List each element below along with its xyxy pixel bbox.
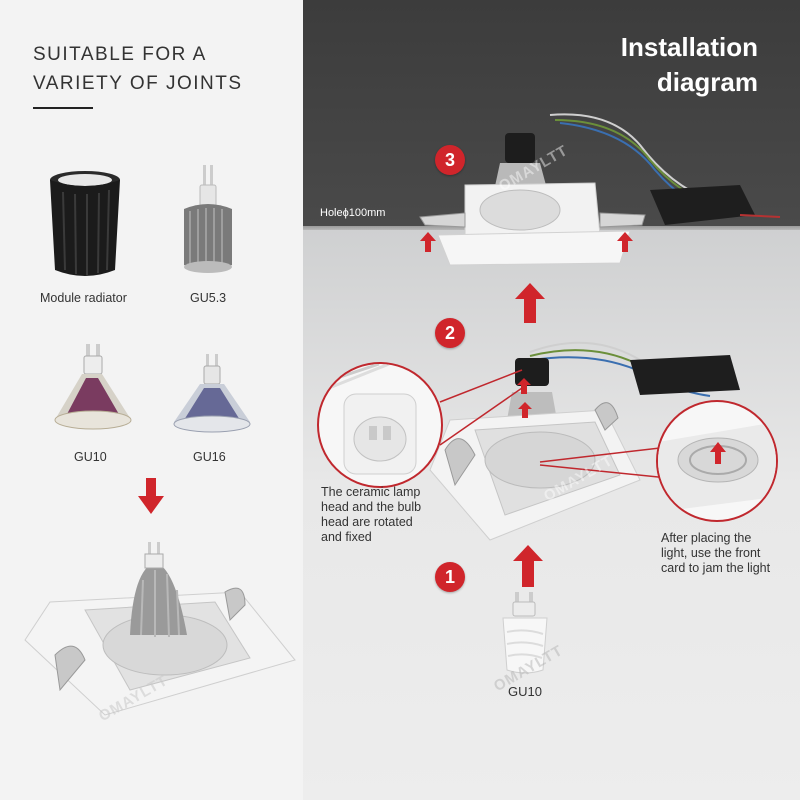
- gu16-label: GU16: [193, 450, 226, 464]
- step-1-badge: 1: [435, 562, 465, 592]
- ceramic-note-line-4: and fixed: [321, 530, 372, 544]
- hole-diameter-label: Holeϕ100mm: [320, 207, 386, 219]
- installation-title-line-2: diagram: [656, 67, 758, 97]
- up-arrow-step-2-to-3-icon: [515, 283, 545, 323]
- joints-heading-line-2: VARIETY OF JOINTS: [33, 73, 243, 94]
- ceramic-head-zoom: [317, 362, 443, 488]
- front-card-image: [658, 422, 776, 512]
- gu10-label-right: GU10: [508, 684, 542, 699]
- step-3-badge: 3: [435, 145, 465, 175]
- ceramic-head-note: The ceramic lamp head and the bulb head …: [321, 485, 421, 545]
- gu10-bulb-image: [54, 344, 132, 430]
- up-arrow-bulb-icon: [517, 378, 531, 394]
- ceramic-note-line-2: head and the bulb: [321, 500, 422, 514]
- joints-heading-line-1: SUITABLE FOR A: [33, 44, 207, 65]
- gu16-bulb-image: [173, 354, 251, 433]
- gu5-3-label: GU5.3: [190, 291, 227, 305]
- front-card-note-line-3: card to jam the light: [661, 561, 771, 575]
- gu10-label-left: GU10: [74, 450, 107, 464]
- up-arrow-right-icon: [617, 232, 633, 252]
- module-radiator-image: [50, 171, 120, 276]
- ceramic-head-image: [319, 364, 417, 475]
- front-card-note-line-1: After placing the: [661, 531, 752, 545]
- up-arrow-step-1-to-2-icon: [513, 545, 543, 587]
- fixture-assembly-image: [429, 341, 740, 541]
- gu5-3-bulb-image: [184, 165, 232, 273]
- installed-fixture-image: [419, 113, 781, 266]
- down-arrow-icon: [138, 478, 164, 514]
- step-2-badge: 2: [435, 318, 465, 348]
- up-arrow-bulb-lower-icon: [518, 402, 532, 418]
- installation-title: Installation diagram: [621, 30, 758, 100]
- gu10-led-bulb-image: [502, 592, 548, 674]
- up-arrow-left-icon: [420, 232, 436, 252]
- assembled-fixture-image: [24, 542, 296, 716]
- installation-title-line-1: Installation: [620, 32, 758, 62]
- joints-heading: SUITABLE FOR A VARIETY OF JOINTS: [33, 40, 243, 98]
- heading-underline: [33, 107, 93, 109]
- module-radiator-label: Module radiator: [40, 291, 127, 305]
- front-card-zoom: [656, 400, 778, 522]
- front-card-note: After placing the light, use the front c…: [661, 531, 770, 576]
- front-card-note-line-2: light, use the front: [661, 546, 761, 560]
- ceramic-note-line-3: head are rotated: [321, 515, 413, 529]
- ceramic-note-line-1: The ceramic lamp: [321, 485, 421, 499]
